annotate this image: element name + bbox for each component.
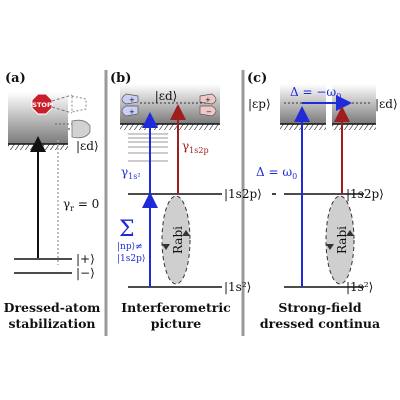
panel-a-caption-1: Dressed-atom bbox=[4, 300, 101, 315]
panel-c: (c) |εp⟩ |εd⟩ Δ = −ω0 |1s2p⟩ |1s²⟩ Rabi … bbox=[247, 71, 398, 331]
rydberg-levels bbox=[128, 133, 168, 162]
svg-text:Σ: Σ bbox=[119, 217, 135, 242]
panel-b-label: (b) bbox=[110, 71, 131, 86]
panel-c-caption-2: dressed continua bbox=[260, 316, 380, 331]
state-plus-label: |+⟩ bbox=[76, 252, 95, 266]
panel-b-caption-1: Interferometric bbox=[121, 300, 231, 315]
panel-a-label: (a) bbox=[5, 71, 26, 86]
panel-a-continuum-label: |εd⟩ bbox=[76, 139, 99, 153]
panel-a-caption-2: stabilization bbox=[8, 316, 95, 331]
svg-text:γr = 0: γr = 0 bbox=[63, 197, 99, 213]
panel-c-state-1s2: |1s²⟩ bbox=[346, 280, 373, 294]
wavepacket-blue-icon: + + bbox=[121, 93, 139, 117]
wavepacket-red-icon: + − bbox=[199, 93, 217, 117]
panel-c-rabi-ellipse bbox=[325, 195, 355, 285]
panel-c-state-1s2p: |1s2p⟩ bbox=[346, 187, 384, 201]
panel-c-rabi-label: Rabi bbox=[335, 226, 349, 254]
panel-b-state-1s2: |1s²⟩ bbox=[224, 280, 251, 294]
panel-a-gamma: γr = 0 bbox=[63, 197, 99, 213]
panel-b: (b) |εd⟩ + + + − |1 bbox=[110, 71, 262, 331]
panel-c-label: (c) bbox=[247, 71, 267, 86]
wavepacket-dashed-icon bbox=[71, 95, 87, 113]
svg-text:+: + bbox=[205, 96, 211, 104]
panel-c-delta-top: Δ = −ω0 bbox=[290, 85, 341, 101]
svg-text:+: + bbox=[129, 96, 135, 104]
panel-b-continuum-label: |εd⟩ bbox=[155, 89, 178, 103]
panel-c-caption-1: Strong-field bbox=[278, 300, 362, 315]
panel-b-state-1s2p: |1s2p⟩ bbox=[224, 187, 262, 201]
svg-text:|1s2p⟩: |1s2p⟩ bbox=[117, 254, 145, 264]
panel-b-gamma-1s2p: γ1s2p bbox=[182, 139, 209, 155]
state-minus-label: |−⟩ bbox=[76, 266, 95, 280]
stop-sign-icon: STOP bbox=[31, 93, 53, 115]
svg-text:+: + bbox=[129, 108, 135, 116]
svg-text:−: − bbox=[206, 108, 212, 116]
panel-c-ed-label: |εd⟩ bbox=[375, 97, 398, 111]
svg-text:STOP: STOP bbox=[32, 101, 52, 109]
panel-a: (a) STOP |εd⟩ γr = 0 |+⟩ |−⟩ Dressed-ato… bbox=[4, 71, 101, 331]
panel-b-gamma-1s2: γ1s² bbox=[121, 165, 141, 181]
panel-b-rabi-ellipse bbox=[161, 195, 191, 285]
panel-b-rabi-label: Rabi bbox=[171, 226, 185, 254]
panel-b-sum-label: Σ |np⟩≠ |1s2p⟩ bbox=[117, 217, 145, 264]
panel-c-ep-label: |εp⟩ bbox=[248, 97, 271, 111]
panel-c-delta-left: Δ = ω0 bbox=[256, 165, 297, 181]
panel-b-caption-2: picture bbox=[151, 316, 202, 331]
wavepacket-gray-icon bbox=[71, 119, 91, 139]
svg-text:|np⟩≠: |np⟩≠ bbox=[117, 242, 143, 252]
